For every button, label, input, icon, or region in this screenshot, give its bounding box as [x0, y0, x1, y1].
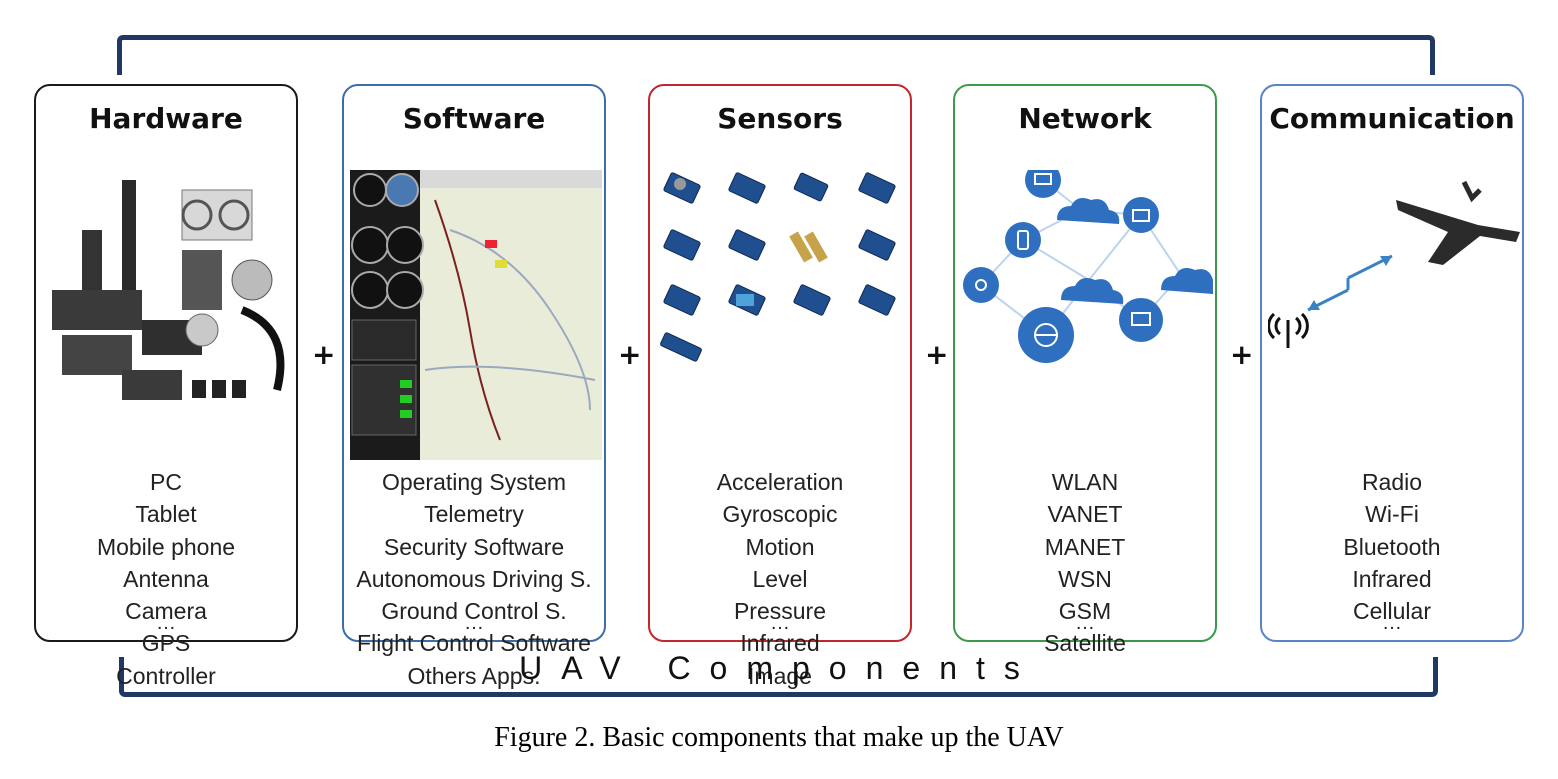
robotic-parts-icon: [42, 170, 290, 460]
uav-signal-icon: [1268, 170, 1520, 460]
list-item: Level: [752, 565, 808, 592]
panel-title: Software: [402, 102, 546, 135]
item-list: PC Tablet Mobile phone Antenna Camera GP…: [36, 466, 296, 692]
list-item: Others Apps.: [407, 662, 541, 689]
list-item: Acceleration: [716, 469, 844, 495]
panel-network: Network: [953, 84, 1217, 656]
panel-title: Communication: [1269, 102, 1515, 135]
list-item: Operating System: [381, 469, 567, 495]
network-nodes-icon: [961, 170, 1213, 460]
list-item: Ground Control S.: [381, 598, 567, 625]
item-list: Radio Wi-Fi Bluetooth Infrared Cellular: [1262, 466, 1522, 627]
list-item: Camera: [125, 598, 207, 625]
sensor-modules-icon: [656, 170, 904, 460]
list-item: Radio: [1361, 469, 1423, 495]
panel-title: Hardware: [89, 102, 243, 135]
list-item: Motion: [745, 533, 815, 560]
list-item: Gyroscopic: [722, 501, 838, 528]
panel-hardware: Hardware PC Tab: [34, 84, 298, 689]
plus-sign: +: [312, 338, 336, 371]
item-list: WLAN VANET MANET WSN GSM Satellite: [955, 466, 1215, 660]
list-item: Security Software: [383, 533, 565, 560]
figure-caption: Figure 2. Basic components that make up …: [494, 722, 1064, 753]
list-item: WLAN: [1051, 469, 1119, 495]
list-item: WSN: [1058, 565, 1112, 592]
list-item: Satellite: [1044, 630, 1126, 657]
list-item: Flight Control Software: [357, 630, 591, 657]
ellipsis: …: [1382, 612, 1402, 634]
list-item: GSM: [1058, 598, 1112, 625]
panel-sensors: Sensors: [648, 84, 912, 689]
group-label: UAV Components: [519, 650, 1039, 686]
plus-sign: +: [1230, 338, 1254, 371]
list-item: MANET: [1044, 533, 1126, 560]
list-item: Wi-Fi: [1365, 501, 1419, 528]
list-item: Bluetooth: [1343, 533, 1441, 560]
list-item: Cellular: [1353, 598, 1431, 625]
list-item: Infrared: [1352, 565, 1432, 592]
list-item: Controller: [116, 662, 216, 689]
ground-control-screenshot-icon: [350, 170, 602, 460]
list-item: VANET: [1047, 501, 1123, 528]
ellipsis: …: [156, 612, 176, 634]
list-item: Mobile phone: [96, 533, 236, 560]
list-item: Pressure: [733, 598, 827, 625]
list-item: Infrared: [740, 630, 820, 657]
list-item: Telemetry: [424, 501, 524, 528]
panel-title: Network: [1018, 102, 1152, 135]
ellipsis: …: [464, 612, 484, 634]
item-list: Acceleration Gyroscopic Motion Level Pre…: [650, 466, 910, 692]
bottom-bracket: [119, 657, 1438, 697]
item-list: Operating System Telemetry Security Soft…: [344, 466, 604, 692]
list-item: GPS: [141, 630, 191, 657]
panel-title: Sensors: [717, 102, 843, 135]
plus-sign: +: [618, 338, 642, 371]
list-item: PC: [150, 469, 182, 495]
panel-software: Software: [342, 84, 606, 689]
plus-sign: +: [925, 338, 949, 371]
ellipsis: …: [770, 612, 790, 634]
ellipsis: …: [1075, 612, 1095, 634]
list-item: Image: [748, 662, 812, 689]
list-item: Antenna: [123, 565, 209, 592]
list-item: Autonomous Driving S.: [356, 565, 592, 592]
list-item: Tablet: [135, 501, 197, 528]
top-bracket: [117, 35, 1435, 75]
panel-communication: Communication Radio Wi-: [1260, 84, 1524, 642]
